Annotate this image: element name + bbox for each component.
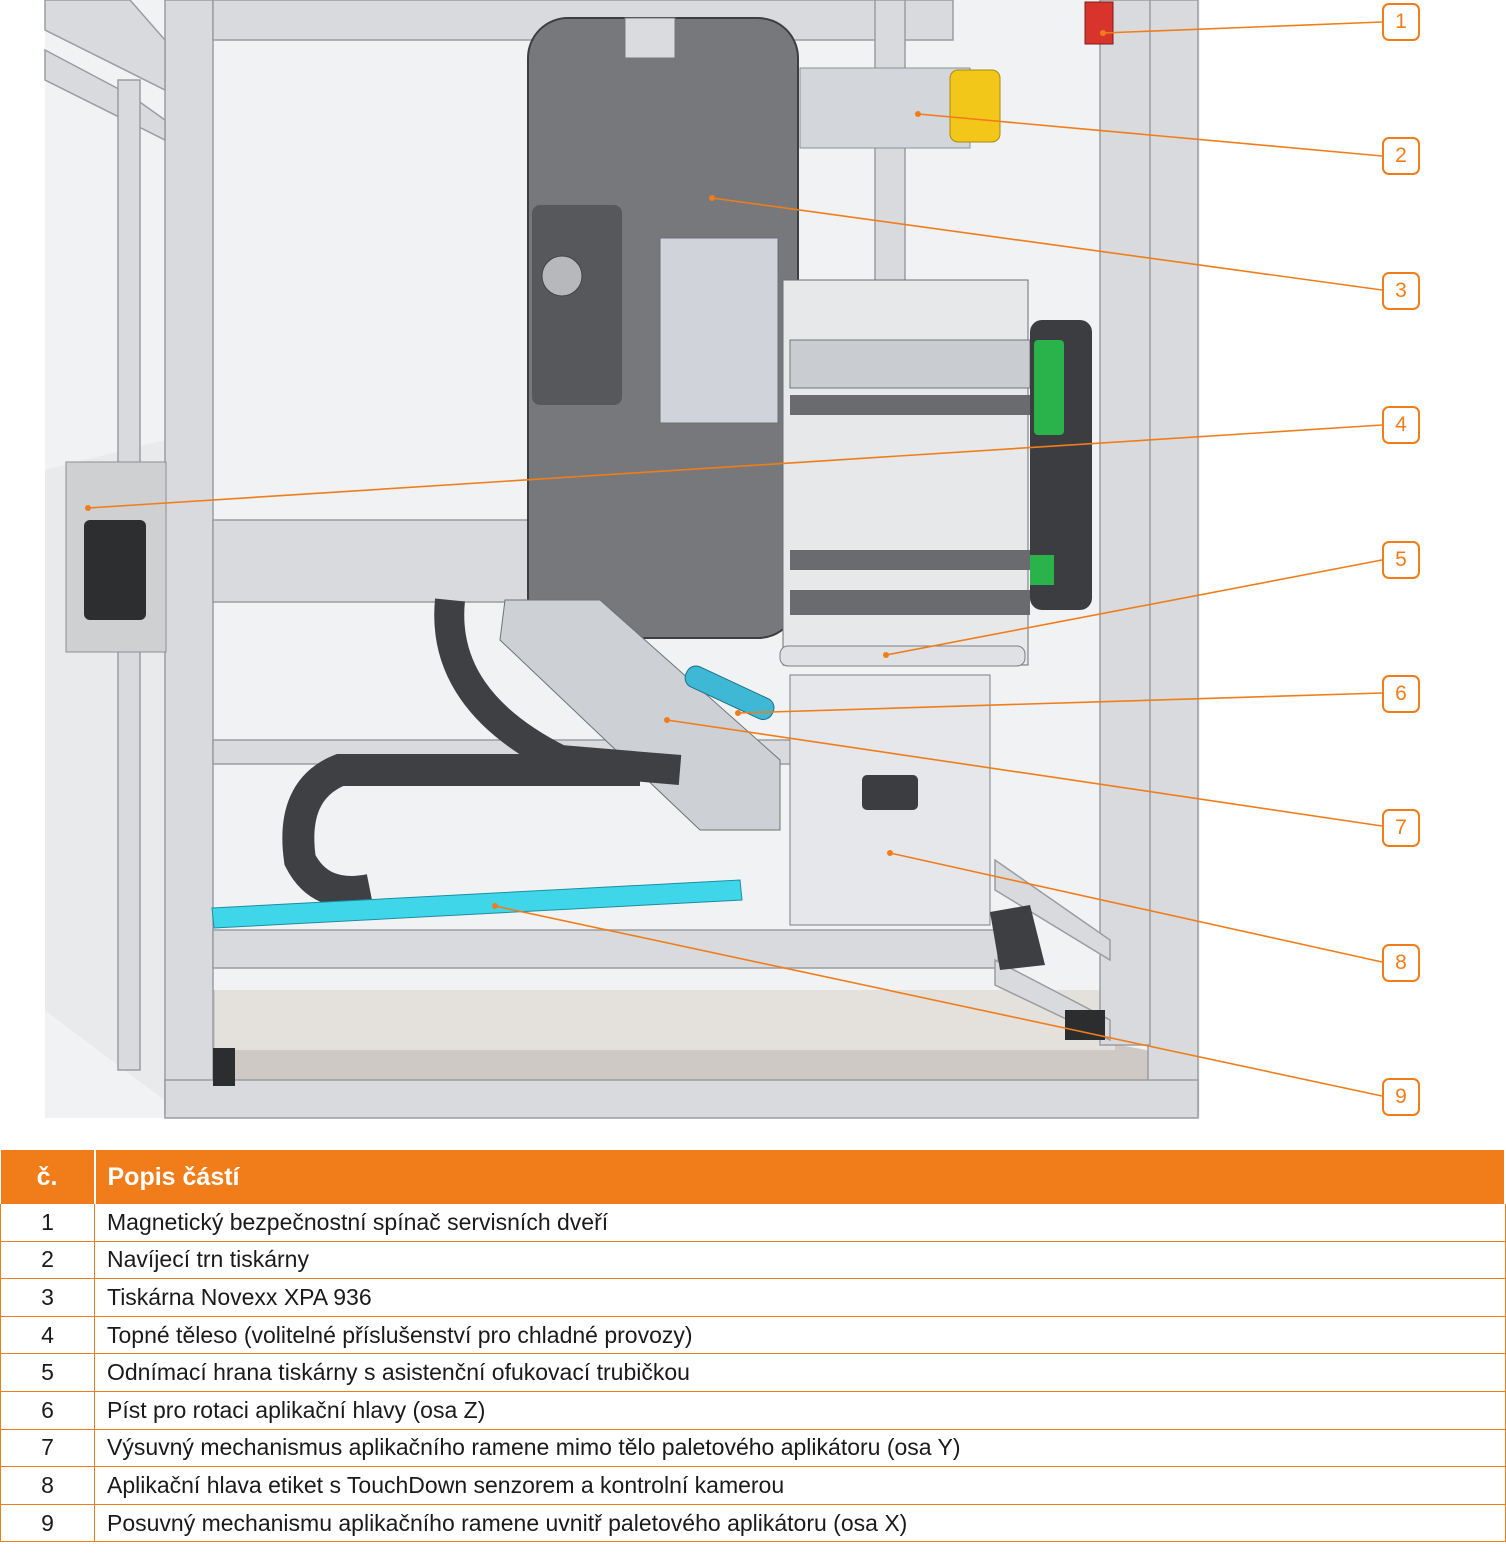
frame (44, 0, 1199, 1119)
callout-3: 3 (1382, 272, 1420, 310)
callout-9: 9 (1382, 1078, 1420, 1116)
callout-8: 8 (1382, 944, 1420, 982)
row-number: 2 (0, 1241, 95, 1280)
row-description: Tiskárna Novexx XPA 936 (94, 1278, 1506, 1317)
row-number: 8 (0, 1466, 95, 1505)
row-description: Posuvný mechanismu aplikačního ramene uv… (94, 1504, 1506, 1543)
row-number: 1 (0, 1204, 95, 1242)
row-description: Navíjecí trn tiskárny (94, 1241, 1506, 1280)
row-number: 5 (0, 1353, 95, 1392)
row-number: 4 (0, 1316, 95, 1355)
callout-7: 7 (1382, 809, 1420, 847)
row-description: Výsuvný mechanismus aplikačního ramene m… (94, 1429, 1506, 1468)
callout-4: 4 (1382, 406, 1420, 444)
row-description: Topné těleso (volitelné příslušenství pr… (94, 1316, 1506, 1355)
row-description: Odnímací hrana tiskárny s asistenční ofu… (94, 1353, 1506, 1392)
row-number: 7 (0, 1429, 95, 1468)
callout-2: 2 (1382, 137, 1420, 175)
row-description: Magnetický bezpečnostní spínač servisníc… (94, 1204, 1506, 1242)
callout-1: 1 (1382, 3, 1420, 41)
leader-lines (87, 21, 1383, 1097)
machine-illustration: 1 2 3 4 5 6 7 8 9 (44, 0, 1420, 1119)
row-number: 9 (0, 1504, 95, 1543)
row-number: 6 (0, 1391, 95, 1430)
header-number: č. (0, 1150, 96, 1204)
callout-5: 5 (1382, 541, 1420, 579)
row-number: 3 (0, 1278, 95, 1317)
row-description: Píst pro rotaci aplikační hlavy (osa Z) (94, 1391, 1506, 1430)
row-description: Aplikační hlava etiket s TouchDown senzo… (94, 1466, 1506, 1505)
callout-6: 6 (1382, 675, 1420, 713)
table-header: č. Popis částí (0, 1150, 1506, 1204)
header-description: Popis částí (94, 1150, 1506, 1204)
machine-drawing (44, 0, 1383, 1119)
